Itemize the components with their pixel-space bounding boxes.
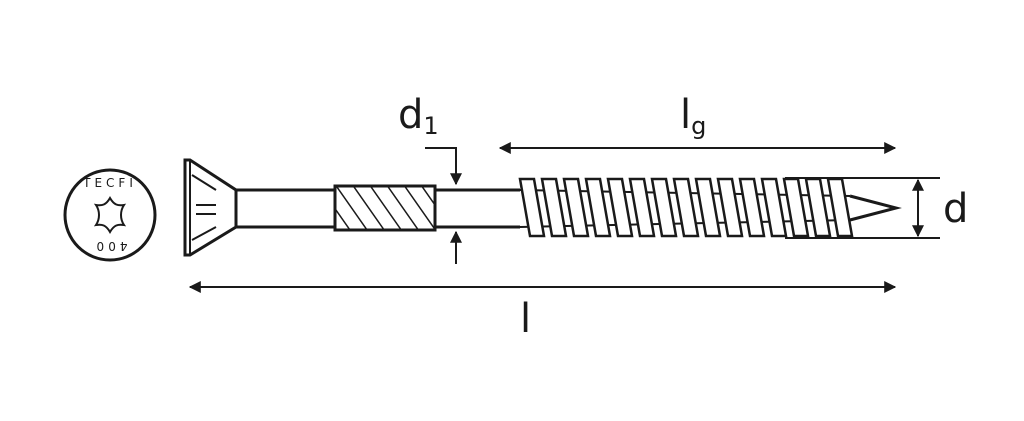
thread-flight [760, 177, 788, 238]
dimension-d: d [785, 177, 968, 239]
svg-text:lg: lg [680, 92, 706, 140]
d1-subscript: 1 [423, 112, 438, 140]
d-label: d [943, 186, 968, 232]
head-marking-bottom: 400 [93, 239, 128, 253]
thread-flight [782, 177, 810, 238]
milling-zone [333, 184, 437, 232]
dimension-d1: d1 [398, 92, 462, 264]
dimension-l: l [188, 281, 897, 342]
thread-flight [694, 177, 722, 238]
torx-drive-icon [93, 195, 127, 235]
thread-flight [738, 177, 766, 238]
screw-side-view [183, 158, 902, 257]
thread-flight [804, 177, 832, 238]
thread-flight [628, 177, 656, 238]
thread-flight [672, 177, 700, 238]
d1-label: d [398, 92, 423, 138]
thread [518, 177, 854, 238]
dimension-lg: lg [498, 92, 897, 154]
thread-flight [540, 177, 568, 238]
l-label: l [520, 296, 531, 342]
thread-flight [606, 177, 634, 238]
thread-flight [650, 177, 678, 238]
lg-label: l [680, 92, 691, 138]
thread-flight [562, 177, 590, 238]
svg-text:d1: d1 [398, 92, 439, 140]
thread-flight [518, 177, 546, 238]
head-marking-top: TECFI [82, 176, 137, 190]
thread-flight [826, 177, 854, 238]
screw-head-top-view: TECFI 400 [63, 168, 157, 262]
thread-flight [584, 177, 612, 238]
thread-flight [716, 177, 744, 238]
lg-subscript: g [691, 112, 706, 140]
